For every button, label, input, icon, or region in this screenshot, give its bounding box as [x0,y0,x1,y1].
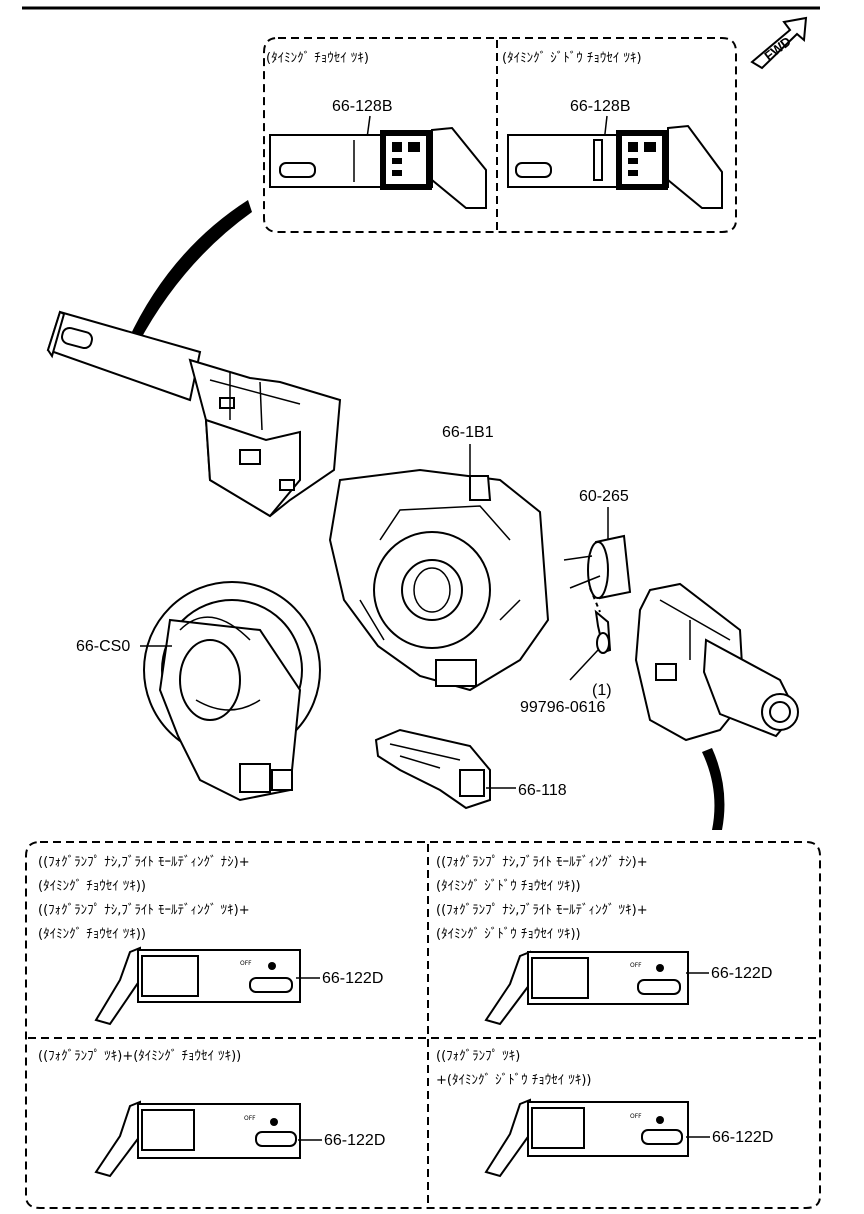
top-left-caption: (ﾀｲﾐﾝｸﾞ ﾁｮｳｾｲ ﾂｷ) [266,51,369,66]
off-mark-3: OFF [244,1115,256,1122]
variant-4-line-1: ((ﾌｫｸﾞﾗﾝﾌﾟ ﾂｷ) [436,1049,520,1064]
variant-3-part-no: 66-122D [324,1132,385,1149]
top-right-part-no: 66-128B [570,98,631,115]
variant-2-line-1: ((ﾌｫｸﾞﾗﾝﾌﾟ ﾅｼ,ﾌﾞﾗｲﾄ ﾓｰﾙﾃﾞｨﾝｸﾞ ﾅｼ)+ [436,855,648,870]
variant-1-line-4: (ﾀｲﾐﾝｸﾞ ﾁｮｳｾｲ ﾂｷ)) [38,927,146,942]
cap-part-no: 60-265 [579,488,629,505]
screw-part-no: 99796-0616 [520,699,606,716]
top-left-part-no: 66-128B [332,98,393,115]
wiper-switch-right-drawing [507,124,723,209]
variant-1-line-3: ((ﾌｫｸﾞﾗﾝﾌﾟ ﾅｼ,ﾌﾞﾗｲﾄ ﾓｰﾙﾃﾞｨﾝｸﾞ ﾂｷ)+ [38,903,250,918]
screw-qty: (1) [592,682,612,699]
variant-3-line-1: ((ﾌｫｸﾞﾗﾝﾌﾟ ﾂｷ)+(ﾀｲﾐﾝｸﾞ ﾁｮｳｾｲ ﾂｷ)) [38,1049,241,1064]
top-right-caption: (ﾀｲﾐﾝｸﾞ ｼﾞﾄﾞｳ ﾁｮｳｾｲ ﾂｷ) [502,51,642,66]
variant-1-part-no: 66-122D [322,970,383,987]
light-switch-1-drawing: OFF [94,946,301,1026]
variant-4-part-no: 66-122D [712,1129,773,1146]
off-mark-2: OFF [630,962,642,969]
top-variant-box: (ﾀｲﾐﾝｸﾞ ﾁｮｳｾｲ ﾂｷ) (ﾀｲﾐﾝｸﾞ ｼﾞﾄﾞｳ ﾁｮｳｾｲ ﾂｷ… [263,37,737,233]
clock-spring-unit-part-no: 66-1B1 [442,424,494,441]
off-mark-4: OFF [630,1113,642,1120]
connector-part-no: 66-118 [518,782,567,799]
bottom-variant-box: ((ﾌｫｸﾞﾗﾝﾌﾟ ﾅｼ,ﾌﾞﾗｲﾄ ﾓｰﾙﾃﾞｨﾝｸﾞ ﾅｼ)+ (ﾀｲﾐﾝ… [25,841,821,1209]
fwd-arrow-icon: FWD [750,16,808,70]
variant-1-line-1: ((ﾌｫｸﾞﾗﾝﾌﾟ ﾅｼ,ﾌﾞﾗｲﾄ ﾓｰﾙﾃﾞｨﾝｸﾞ ﾅｼ)+ [38,855,250,870]
light-switch-3-drawing: OFF [94,1100,301,1178]
screw-drawing: (1) 99796-0616 [520,587,612,716]
wiper-combination-switch-drawing [46,310,342,518]
connector-drawing: 66-118 [374,728,567,810]
variant-2-part-no: 66-122D [711,965,772,982]
callout-arrow-top [128,200,252,344]
clock-spring-part-no: 66-CS0 [76,638,130,655]
clock-spring-drawing: 66-CS0 [76,581,321,802]
steering-angle-unit-drawing: 66-1B1 [328,424,550,692]
variant-2-line-3: ((ﾌｫｸﾞﾗﾝﾌﾟ ﾅｼ,ﾌﾞﾗｲﾄ ﾓｰﾙﾃﾞｨﾝｸﾞ ﾂｷ)+ [436,903,648,918]
off-mark-1: OFF [240,960,252,967]
light-switch-2-drawing: OFF [484,950,689,1026]
light-switch-4-drawing: OFF [484,1098,689,1178]
variant-2-line-2: (ﾀｲﾐﾝｸﾞ ｼﾞﾄﾞｳ ﾁｮｳｾｲ ﾂｷ)) [436,879,581,894]
variant-2-line-4: (ﾀｲﾐﾝｸﾞ ｼﾞﾄﾞｳ ﾁｮｳｾｲ ﾂｷ)) [436,927,581,942]
cap-drawing: 60-265 [563,488,632,600]
variant-1-line-2: (ﾀｲﾐﾝｸﾞ ﾁｮｳｾｲ ﾂｷ)) [38,879,146,894]
variant-4-line-2: +(ﾀｲﾐﾝｸﾞ ｼﾞﾄﾞｳ ﾁｮｳｾｲ ﾂｷ)) [436,1073,592,1088]
wiper-switch-left-drawing [269,126,487,209]
lighting-combination-switch-drawing [634,582,799,742]
callout-arrow-bottom [702,748,725,830]
